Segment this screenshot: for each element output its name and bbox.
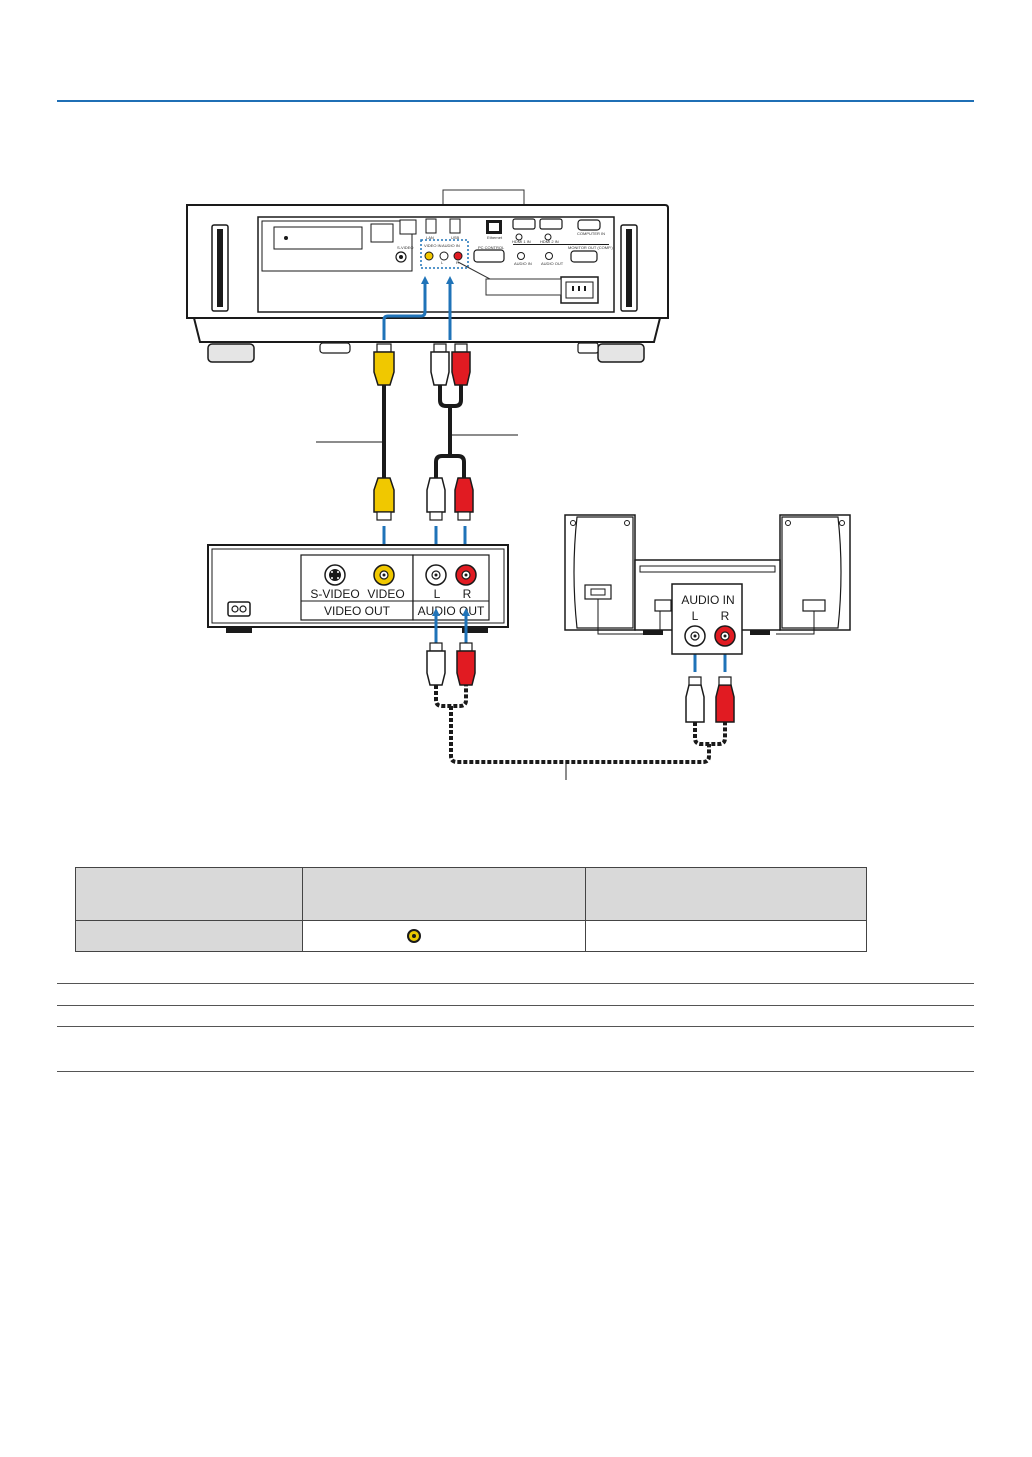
table-header-cell [302, 867, 586, 921]
table-row [75, 920, 867, 952]
vcr-video-out-label: VIDEO OUT [324, 604, 391, 618]
speaker-system: AUDIO IN L R [564, 514, 851, 655]
table-header-cell [585, 867, 867, 921]
note-rule [57, 1005, 974, 1006]
note-rule [57, 983, 974, 984]
panel-label-audio-out: AUDIO OUT [541, 261, 564, 266]
panel-label-monitor-out: MONITOR OUT (COMP.) [568, 245, 613, 250]
vcr-right-label: R [463, 587, 472, 601]
audio-cable-bottom [426, 642, 735, 780]
vcr-left-label: L [434, 587, 441, 601]
table-cell [585, 920, 867, 952]
note-rule [57, 1026, 974, 1027]
connector-table [75, 867, 867, 952]
panel-label-hdmi1: HDMI 1 IN [512, 239, 531, 244]
panel-label-lan: LAN [426, 235, 434, 240]
speaker-audio-in-label: AUDIO IN [681, 593, 734, 607]
video-cable [316, 343, 395, 521]
table-cell [302, 920, 586, 952]
audio-cable-top [426, 343, 518, 521]
note-rule [57, 1071, 974, 1072]
panel-label-r: R [456, 260, 459, 265]
panel-label-pc-control: PC CONTROL [478, 245, 505, 250]
panel-label-hdmi2: HDMI 2 IN [540, 239, 559, 244]
panel-label-ethernet: Ethernet [487, 235, 503, 240]
video-arrow [382, 276, 429, 340]
vcr-audio-out-label: AUDIO OUT [418, 604, 485, 618]
panel-label-l: L [441, 260, 444, 265]
table-header-row [75, 867, 867, 921]
panel-label-video-in: VIDEO IN [424, 243, 442, 248]
vcr-device: S-VIDEO VIDEO VIDEO OUT L R AUDIO OUT [207, 544, 509, 633]
vcr-svideo-label: S-VIDEO [310, 587, 359, 601]
header-rule [57, 100, 974, 102]
table-header-cell [75, 867, 303, 921]
vcr-video-label: VIDEO [367, 587, 404, 601]
table-cell [75, 920, 303, 952]
panel-label-usb: USB [451, 235, 460, 240]
panel-label-audio-in-2: AUDIO IN [514, 261, 532, 266]
panel-label-computer-in: COMPUTER IN [577, 231, 605, 236]
panel-label-s-video: S-VIDEO [397, 245, 413, 250]
speaker-right-label: R [721, 609, 730, 623]
speaker-left-label: L [692, 609, 699, 623]
panel-label-audio-in: AUDIO IN [442, 243, 460, 248]
projector: VIDEO IN AUDIO IN L R LAN USB Ethernet H… [186, 189, 669, 363]
connection-diagram: VIDEO IN AUDIO IN L R LAN USB Ethernet H… [186, 189, 851, 780]
video-jack-icon [407, 928, 421, 943]
